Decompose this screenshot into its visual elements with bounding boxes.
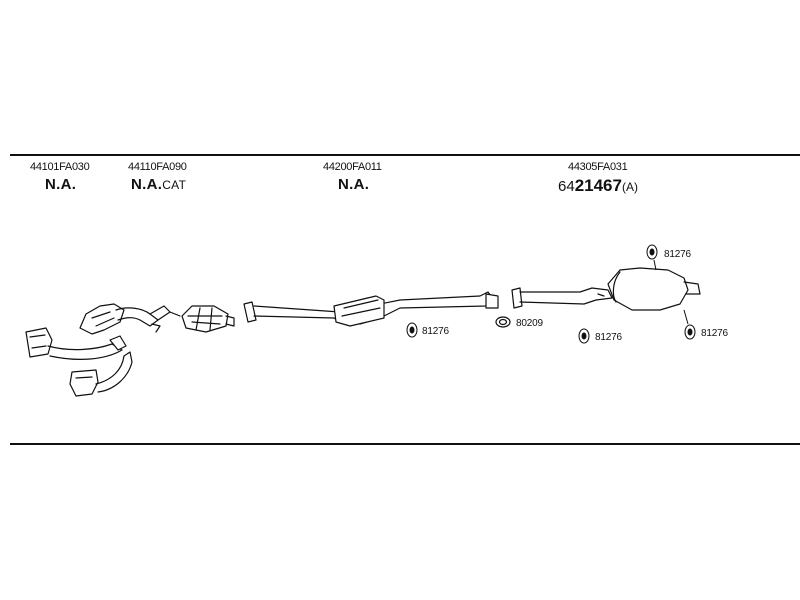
part-number-front-pipe: 44101FA030 <box>30 161 90 173</box>
bottom-rule <box>10 443 800 445</box>
callout-icon-3 <box>646 244 658 260</box>
status-suffix: CAT <box>162 178 187 192</box>
callout-label-81276-rear-top: 81276 <box>664 249 691 260</box>
status-front-pipe: N.A. <box>45 176 77 193</box>
catalytic-converter-drawing <box>79 303 235 335</box>
callout-icon-2 <box>578 328 590 344</box>
gasket-drawing <box>495 316 511 328</box>
callout-label-81276-rear-left: 81276 <box>595 332 622 343</box>
callout-icon-4 <box>684 324 696 340</box>
reference-rear-muffler: 6421467(A) <box>558 176 638 195</box>
callout-icon-1 <box>406 322 418 338</box>
callout-label-81276-center: 81276 <box>422 326 449 337</box>
status-center-pipe: N.A. <box>338 176 370 193</box>
rear-muffler-drawing <box>511 267 701 311</box>
callout-label-80209: 80209 <box>516 318 543 329</box>
center-pipe-drawing <box>243 291 499 327</box>
front-pipe-drawing <box>25 327 133 397</box>
part-number-rear-muffler: 44305FA031 <box>568 161 628 173</box>
callout-label-81276-rear-right: 81276 <box>701 328 728 339</box>
top-rule <box>10 154 800 156</box>
status-catalytic-converter: N.A.CAT <box>131 176 187 193</box>
part-number-catalytic-converter: 44110FA090 <box>128 161 187 173</box>
part-number-center-pipe: 44200FA011 <box>323 161 382 173</box>
